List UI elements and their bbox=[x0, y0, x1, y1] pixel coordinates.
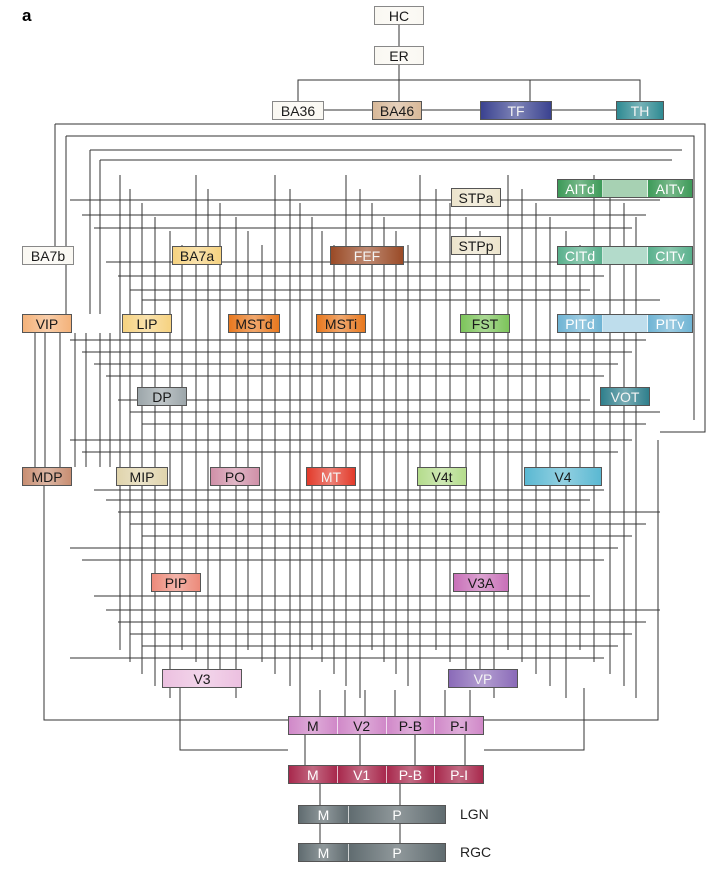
node-pitv[interactable]: PITv bbox=[648, 315, 692, 332]
node-v3[interactable]: V3 bbox=[162, 669, 242, 688]
node-mstd[interactable]: MSTd bbox=[228, 314, 280, 333]
node-aitv[interactable]: AITv bbox=[648, 180, 692, 197]
node-ba7a[interactable]: BA7a bbox=[172, 246, 222, 265]
node-lgn[interactable]: M P bbox=[298, 805, 446, 824]
node-lgn-p[interactable]: P bbox=[349, 806, 445, 823]
node-pip[interactable]: PIP bbox=[151, 573, 201, 592]
connection-line bbox=[55, 123, 706, 433]
node-v1-pb[interactable]: P-B bbox=[386, 766, 436, 783]
node-ba46[interactable]: BA46 bbox=[372, 101, 422, 120]
node-stpa[interactable]: STPa bbox=[451, 188, 501, 207]
node-v1-pi[interactable]: P-I bbox=[435, 766, 483, 783]
node-cit-middle bbox=[603, 247, 648, 264]
node-citv[interactable]: CITv bbox=[648, 247, 692, 264]
node-rgc-p[interactable]: P bbox=[349, 844, 445, 861]
node-v2-m[interactable]: M bbox=[289, 717, 338, 734]
node-v2-pb[interactable]: P-B bbox=[386, 717, 436, 734]
node-pit[interactable]: PITd PITv bbox=[557, 314, 693, 333]
node-hc[interactable]: HC bbox=[374, 6, 424, 25]
node-citd[interactable]: CITd bbox=[558, 247, 603, 264]
panel-label: a bbox=[22, 6, 32, 25]
node-v3a[interactable]: V3A bbox=[453, 573, 509, 592]
node-v2-pi[interactable]: P-I bbox=[435, 717, 483, 734]
connection-line bbox=[484, 440, 659, 721]
node-v4t[interactable]: V4t bbox=[417, 467, 467, 486]
lgn-label: LGN bbox=[460, 806, 489, 822]
node-dp[interactable]: DP bbox=[137, 387, 187, 406]
node-v2[interactable]: M V2 P-B P-I bbox=[288, 716, 484, 735]
node-vot[interactable]: VOT bbox=[600, 387, 650, 406]
node-v1[interactable]: M V1 P-B P-I bbox=[288, 765, 484, 784]
node-rgc-m[interactable]: M bbox=[299, 844, 349, 861]
node-v1-label[interactable]: V1 bbox=[337, 766, 387, 783]
node-ba7b[interactable]: BA7b bbox=[22, 246, 74, 265]
rgc-label: RGC bbox=[460, 844, 492, 860]
node-v2-label[interactable]: V2 bbox=[337, 717, 387, 734]
node-fef[interactable]: FEF bbox=[330, 246, 404, 265]
connection-line bbox=[179, 688, 288, 751]
node-lgn-m[interactable]: M bbox=[299, 806, 349, 823]
node-mt[interactable]: MT bbox=[306, 467, 356, 486]
node-ait[interactable]: AITd AITv bbox=[557, 179, 693, 198]
node-stpp[interactable]: STPp bbox=[451, 236, 501, 255]
node-po[interactable]: PO bbox=[210, 467, 260, 486]
connection-line bbox=[43, 486, 288, 721]
node-rgc[interactable]: M P bbox=[298, 843, 446, 862]
connection-line bbox=[484, 688, 585, 751]
node-msti[interactable]: MSTi bbox=[316, 314, 366, 333]
node-tf[interactable]: TF bbox=[480, 101, 552, 120]
node-er[interactable]: ER bbox=[374, 46, 424, 65]
node-cit[interactable]: CITd CITv bbox=[557, 246, 693, 265]
node-th[interactable]: TH bbox=[616, 101, 664, 120]
node-pitd[interactable]: PITd bbox=[558, 315, 603, 332]
node-mip[interactable]: MIP bbox=[116, 467, 168, 486]
node-vip[interactable]: VIP bbox=[22, 314, 72, 333]
node-mdp[interactable]: MDP bbox=[22, 467, 72, 486]
node-ait-middle bbox=[603, 180, 648, 197]
node-pit-middle bbox=[603, 315, 648, 332]
node-vp[interactable]: VP bbox=[448, 669, 518, 688]
node-lip[interactable]: LIP bbox=[122, 314, 172, 333]
connection-line bbox=[420, 79, 641, 101]
node-ba36[interactable]: BA36 bbox=[272, 101, 324, 120]
node-v4[interactable]: V4 bbox=[524, 467, 602, 486]
node-aitd[interactable]: AITd bbox=[558, 180, 603, 197]
connection-line bbox=[297, 79, 531, 101]
connection-line bbox=[66, 135, 695, 420]
node-v1-m[interactable]: M bbox=[289, 766, 338, 783]
node-fst[interactable]: FST bbox=[460, 314, 510, 333]
